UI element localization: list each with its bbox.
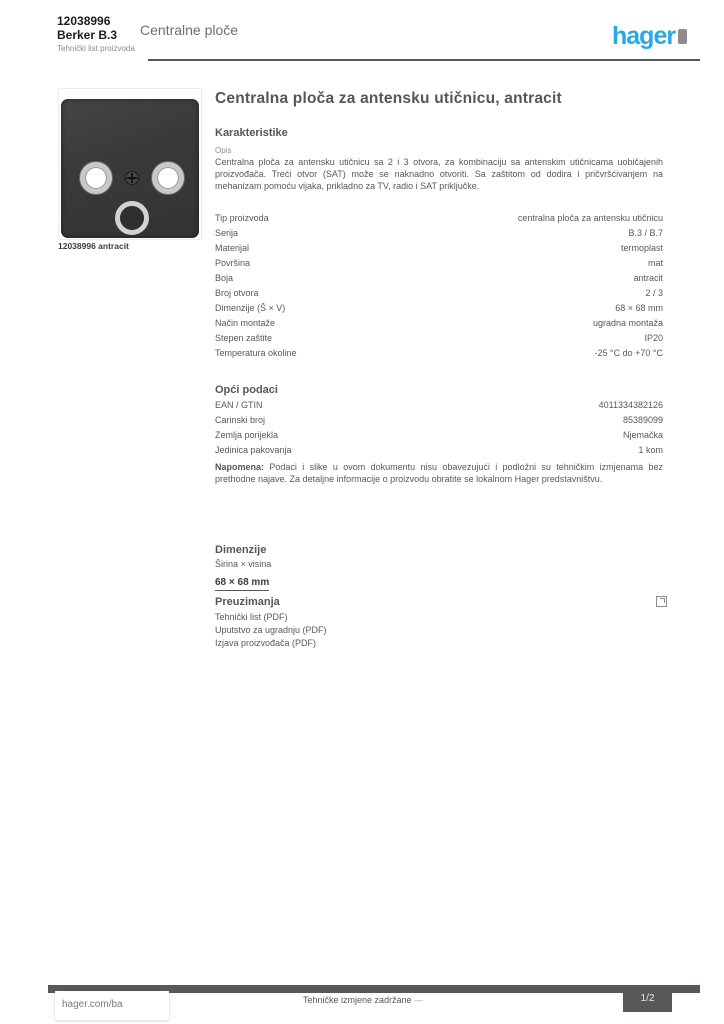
spec-value: 4011334382126: [598, 400, 663, 410]
spec-label: Način montaže: [215, 318, 276, 328]
footer-url[interactable]: hager.com/ba: [62, 999, 123, 1010]
spec-value: 68 × 68 mm: [615, 303, 663, 313]
hager-logo-mark-icon: [678, 29, 688, 44]
spec-row: EAN / GTIN 4011334382126: [215, 399, 663, 414]
spec-label: Broj otvora: [215, 288, 259, 298]
spec-label: EAN / GTIN: [215, 400, 263, 410]
anthracite-cover-plate: [61, 99, 199, 238]
section-heading-downloads: Preuzimanja: [215, 596, 280, 608]
product-reference: 12038996: [57, 14, 111, 28]
note-label: Napomena:: [215, 462, 265, 472]
screw-icon: [125, 171, 139, 185]
antenna-hole-left: [80, 162, 112, 194]
product-reference-line2: Berker B.3: [57, 28, 118, 42]
hager-logo: hager: [612, 22, 688, 51]
download-link[interactable]: Uputstvo za ugradnju (PDF): [215, 625, 327, 635]
footer-center-text: Tehničke izmjene zadržane: [303, 995, 412, 1005]
general-note: Napomena: Podaci i slike u ovom dokument…: [215, 461, 663, 485]
spec-value: 1 kom: [638, 445, 663, 455]
spec-value: antracit: [633, 273, 663, 283]
footer-bar: [48, 985, 700, 993]
header-rule: [148, 59, 700, 61]
dimension-value-wrap: 68 × 68 mm: [215, 572, 270, 591]
sat-ring: [115, 201, 149, 235]
note-text: Podaci i slike u ovom dokumentu nisu oba…: [215, 462, 663, 484]
header-note: Tehnički list proizvoda: [57, 44, 135, 53]
spec-row: Boja antracit: [215, 272, 663, 287]
section-heading-general: Opći podaci: [215, 384, 278, 396]
spec-value: 85389099: [622, 415, 663, 425]
spec-label: Serija: [215, 228, 239, 238]
spec-label: Temperatura okoline: [215, 348, 297, 358]
footer-center-sep: —: [414, 995, 424, 1005]
spec-row: Zemlja porijekla Njemačka: [215, 429, 663, 444]
spec-label: Stepen zaštite: [215, 333, 273, 343]
spec-row: Carinski broj 85389099: [215, 414, 663, 429]
product-family: Centralne ploče: [140, 22, 239, 38]
spec-value: 2 / 3: [645, 288, 663, 298]
spec-row: Materijal termoplast: [215, 242, 663, 257]
spec-row: Dimenzije (Š × V) 68 × 68 mm: [215, 302, 663, 317]
spec-row: Stepen zaštite IP20: [215, 332, 663, 347]
spec-value: centralna ploča za antensku utičnicu: [517, 213, 663, 223]
download-link[interactable]: Izjava proizvođača (PDF): [215, 638, 317, 648]
spec-label: Tip proizvoda: [215, 213, 269, 223]
spec-row: Površina mat: [215, 257, 663, 272]
spec-label: Carinski broj: [215, 415, 266, 425]
dimension-value: 68 × 68 mm: [215, 577, 270, 591]
description-label: Opis: [215, 146, 232, 155]
product-image: [58, 88, 202, 240]
footer-page-number: 1/2: [623, 985, 672, 1012]
section-heading-dimensions: Dimenzije: [215, 544, 267, 556]
spec-value: ugradna montaža: [592, 318, 663, 328]
spec-value: Njemačka: [622, 430, 663, 440]
spec-label: Dimenzije (Š × V): [215, 303, 286, 313]
dimension-line: Širina × visina: [215, 559, 272, 569]
footer-url-box: hager.com/ba: [55, 991, 169, 1020]
spec-value: mat: [647, 258, 663, 268]
spec-label: Zemlja porijekla: [215, 430, 279, 440]
spec-row: Način montaže ugradna montaža: [215, 317, 663, 332]
spec-value: -25 °C do +70 °C: [594, 348, 663, 358]
spec-value: termoplast: [620, 243, 663, 253]
spec-label: Jedinica pakovanja: [215, 445, 292, 455]
spec-row: Serija B.3 / B.7: [215, 227, 663, 242]
description-text: Centralna ploča za antensku utičnicu sa …: [215, 157, 663, 191]
spec-row: Temperatura okoline -25 °C do +70 °C: [215, 347, 663, 362]
antenna-hole-right: [152, 162, 184, 194]
download-link[interactable]: Tehnički list (PDF): [215, 612, 288, 622]
spec-label: Boja: [215, 273, 234, 283]
spec-value: IP20: [644, 333, 663, 343]
page-title: Centralna ploča za antensku utičnicu, an…: [215, 90, 562, 107]
spec-label: Materijal: [215, 243, 250, 253]
spec-row: Jedinica pakovanja 1 kom: [215, 444, 663, 459]
spec-row: Tip proizvoda centralna ploča za antensk…: [215, 212, 663, 227]
section-heading-characteristics: Karakteristike: [215, 127, 288, 139]
image-caption: 12038996 antracit: [58, 241, 129, 251]
spec-row: Broj otvora 2 / 3: [215, 287, 663, 302]
spec-value: B.3 / B.7: [628, 228, 663, 238]
spec-label: Površina: [215, 258, 251, 268]
hager-logo-text: hager: [612, 22, 676, 50]
external-link-icon[interactable]: [656, 596, 667, 607]
footer-center: Tehničke izmjene zadržane —: [303, 995, 423, 1005]
